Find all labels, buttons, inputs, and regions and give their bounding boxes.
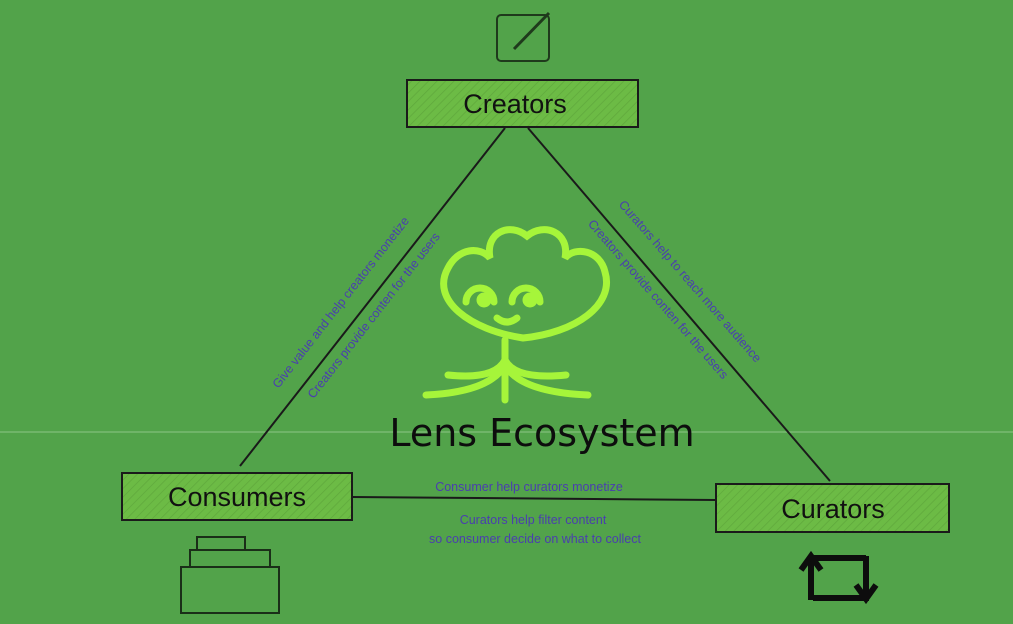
edge-label: so consumer decide on what to collect <box>429 532 641 546</box>
edge-consumers-curators <box>351 496 717 501</box>
edge-creators-curators <box>527 127 831 482</box>
lens-logo-icon <box>422 226 610 404</box>
edge-creators-consumers <box>239 127 506 467</box>
node-curators[interactable]: Curators <box>715 483 950 533</box>
repost-icon <box>798 550 879 605</box>
diagram-title: Lens Ecosystem <box>389 411 694 455</box>
pencil-square-icon <box>496 11 551 62</box>
node-label: Creators <box>463 89 567 119</box>
node-creators[interactable]: Creators <box>406 79 639 128</box>
node-label: Curators <box>781 494 885 524</box>
node-consumers[interactable]: Consumers <box>121 472 353 521</box>
node-label: Consumers <box>168 482 306 512</box>
stacked-boxes-icon <box>180 536 280 614</box>
edge-label: Curators help filter content <box>460 513 607 527</box>
edge-label: Consumer help curators monetize <box>435 480 623 494</box>
